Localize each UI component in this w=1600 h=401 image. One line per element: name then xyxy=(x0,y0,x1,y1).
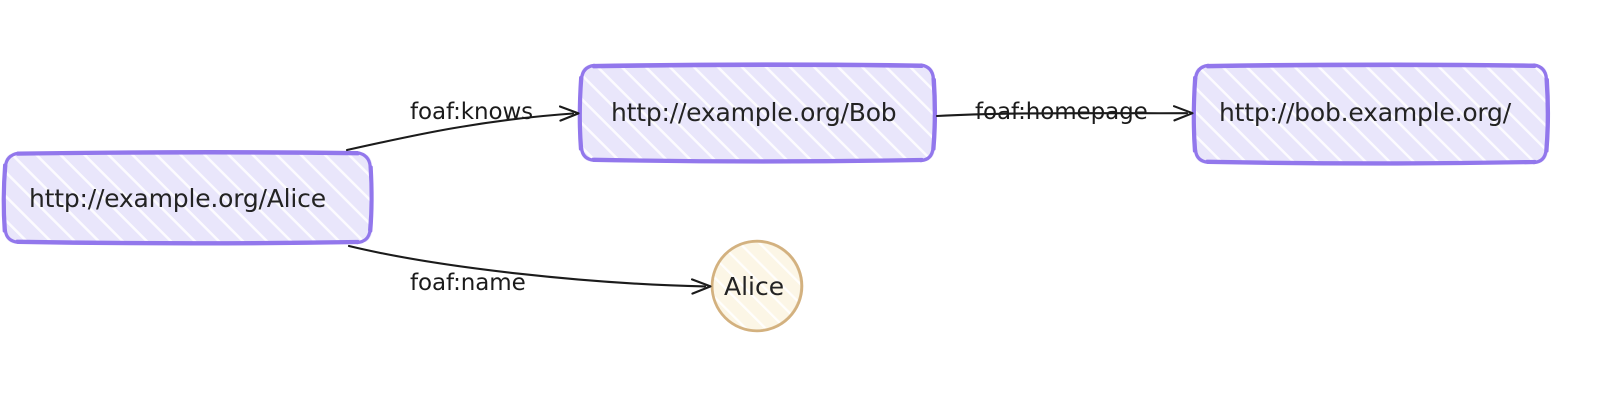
node-homepage[interactable] xyxy=(1191,62,1551,166)
edge-label-foaf-name[interactable]: foaf:name xyxy=(410,270,526,296)
node-literal-alice-label: Alice xyxy=(724,272,785,301)
node-alice[interactable] xyxy=(1,150,374,246)
edge-label-foaf-homepage[interactable]: foaf:homepage xyxy=(975,99,1148,125)
edge-label-foaf-knows[interactable]: foaf:knows xyxy=(410,99,534,125)
edge-foaf-homepage[interactable] xyxy=(935,105,1194,122)
edge-foaf-knows[interactable] xyxy=(345,105,580,152)
node-literal-alice[interactable] xyxy=(710,239,804,333)
node-bob[interactable] xyxy=(577,62,938,164)
edge-foaf-name[interactable] xyxy=(347,244,712,295)
